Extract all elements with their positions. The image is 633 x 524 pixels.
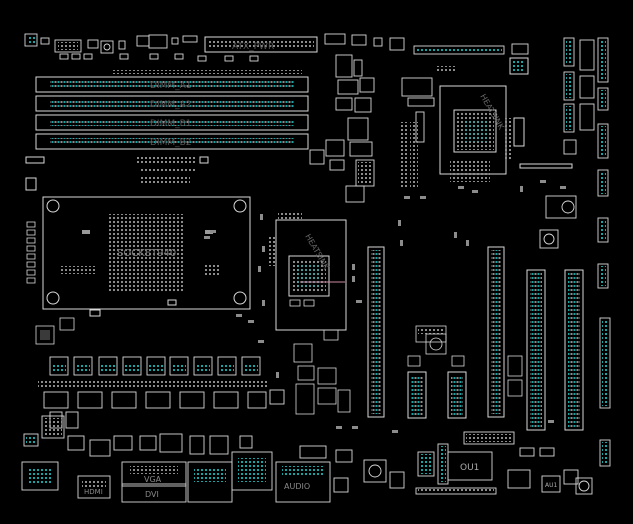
- au1-label: AU1: [545, 482, 557, 489]
- dimm-bottom-parts: [25, 155, 209, 191]
- dvi-label: DVI: [145, 490, 159, 499]
- io-headers-vertical: [400, 117, 573, 188]
- rear-io-panel: HDMI VGA DVI AUDIO: [21, 415, 405, 503]
- right-edge-headers: [539, 37, 611, 409]
- dimm-b2-label: DIMM_B2: [150, 138, 192, 148]
- dimm-slot-a1: DIMM_A1: [35, 76, 309, 93]
- dvi-port: DVI: [121, 483, 187, 503]
- mounting-hole: [233, 199, 247, 213]
- top-right-components: [309, 33, 529, 203]
- usb-lan-port: [187, 461, 233, 503]
- bottom-right-components: OU1 AU1: [415, 431, 611, 495]
- audio-label: AUDIO: [284, 482, 310, 491]
- atx-power-label: ATX_PWR: [232, 42, 274, 52]
- vrm-mosfets: [38, 356, 285, 429]
- hdmi-port: HDMI: [77, 475, 111, 499]
- left-edge-components: [26, 221, 75, 345]
- southbridge-area: HEATSINK: [436, 57, 529, 175]
- vga-port: VGA: [121, 461, 187, 487]
- mounting-hole: [46, 291, 60, 305]
- ps2-port: [21, 461, 59, 491]
- dimm-slot-b2: DIMM_B2: [35, 133, 309, 150]
- pci-short-slot-2: [447, 371, 467, 419]
- middle-small-components: [289, 299, 523, 415]
- dimm-b1-label: DIMM_B1: [150, 119, 192, 129]
- pcie-slot-4: [564, 269, 584, 431]
- cpu-socket: SOCKET940: [42, 196, 251, 317]
- top-left-components: [24, 33, 302, 74]
- pci-short-slot-1: [407, 371, 427, 419]
- dimm-a2-label: DIMM_A2: [150, 100, 192, 110]
- pcie-slot-3: [526, 269, 546, 431]
- dimm-a1-label: DIMM_A1: [150, 81, 192, 91]
- hdmi-label: HDMI: [84, 488, 103, 496]
- dimm-slot-group: DIMM_A1 DIMM_A2 DIMM_B1 DIMM_B2: [35, 76, 309, 150]
- audio-jack-block: AUDIO: [275, 461, 331, 503]
- vga-label: VGA: [144, 475, 162, 484]
- pcie-slots: [367, 246, 584, 431]
- cpu-socket-label: SOCKET940: [117, 248, 176, 259]
- ou1-chip: OU1: [447, 451, 493, 481]
- chipset-heatsink-area: HEATSINK: [268, 212, 347, 331]
- mounting-hole: [46, 199, 60, 213]
- pcie-slot-1: [367, 246, 385, 418]
- pcie-slot-2: [487, 246, 505, 418]
- ou1-label: OU1: [460, 463, 479, 473]
- passive-components: [204, 180, 566, 433]
- usb-stack: [231, 451, 273, 491]
- dimm-slot-a2: DIMM_A2: [35, 95, 309, 112]
- atx-power-connector: ATX_PWR: [204, 36, 318, 53]
- dimm-slot-b1: DIMM_B1: [35, 114, 309, 131]
- au1-chip: AU1: [541, 475, 561, 493]
- mounting-hole: [233, 291, 247, 305]
